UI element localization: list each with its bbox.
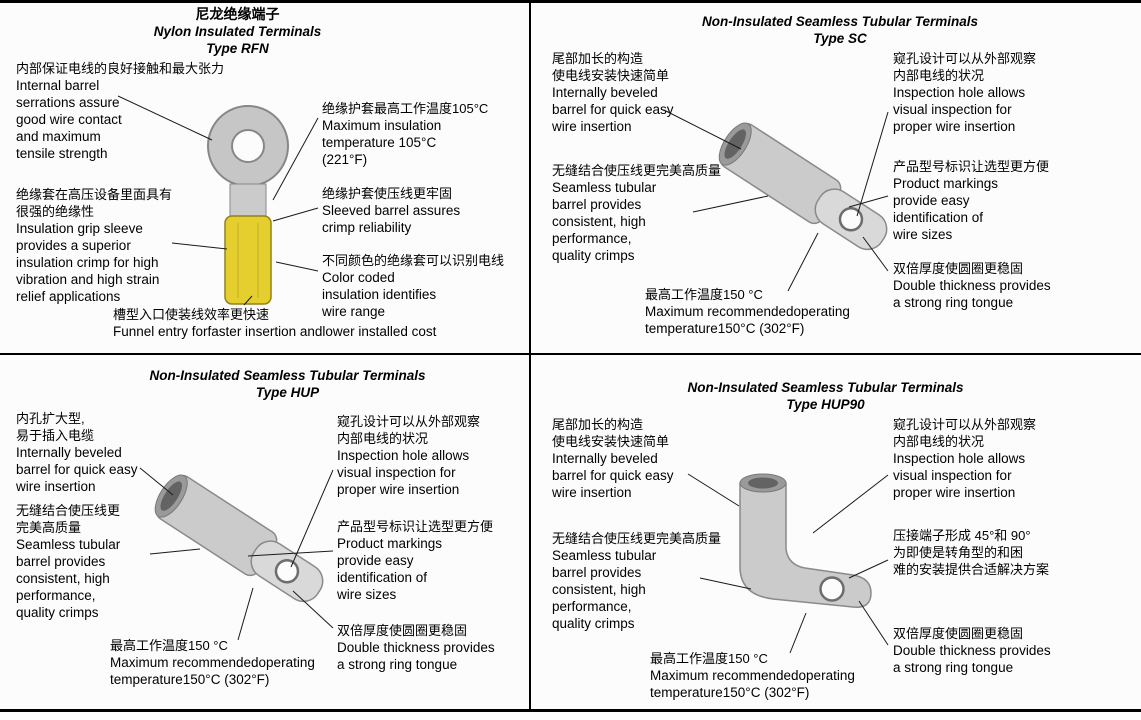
hup90-seamless-zh: 无缝结合使压线更完美高质量 (552, 531, 722, 546)
sc-type-label: Type SC (813, 31, 867, 46)
sc-callout-ring-tongue: 双倍厚度使圆圈更稳固 Double thickness provides a s… (893, 260, 1133, 311)
rfn-sleeved-zh: 绝缘护套使压线更牢固 (322, 186, 453, 201)
hup90-callout-angle: 压接端子形成 45°和 90° 为即使是转角型的和困 难的安装提供合适解决方案 (893, 527, 1133, 578)
rfn-callout-funnel-entry: 槽型入口使装线效率更快速 Funnel entry forfaster inse… (113, 306, 513, 340)
hup-title: Non-Insulated Seamless Tubular Terminals… (85, 367, 490, 401)
hup90-callout-beveled: 尾部加长的构造 使电线安装快速简单 Internally beveled bar… (552, 416, 772, 501)
rfn-sleeved-en: Sleeved barrel assures crimp reliability (322, 203, 461, 235)
hup90-max-temp-en: Maximum recommendedoperating temperature… (650, 668, 855, 700)
rfn-color-code-en: Color coded insulation identifies wire r… (322, 270, 437, 319)
rfn-title: 尼龙绝缘端子 Nylon Insulated Terminals Type RF… (65, 5, 410, 57)
sc-beveled-en: Internally beveled barrel for quick easy… (552, 85, 674, 134)
bottom-border-rule (0, 709, 1141, 712)
sc-max-temp-zh: 最高工作温度150 °C (645, 287, 763, 302)
top-border-rule (0, 0, 1141, 3)
sc-callout-max-temp: 最高工作温度150 °C Maximum recommendedoperatin… (645, 286, 895, 337)
sc-ring-en: Double thickness provides a strong ring … (893, 278, 1051, 310)
hup-wire-bore (160, 481, 182, 511)
sc-callout-beveled: 尾部加长的构造 使电线安装快速简单 Internally beveled bar… (552, 50, 772, 135)
rfn-funnel-zh: 槽型入口使装线效率更快速 (113, 307, 270, 322)
hup-title-en: Non-Insulated Seamless Tubular Terminals (149, 368, 426, 383)
hup90-body (739, 482, 872, 608)
rfn-callout-serrations: 内部保证电线的良好接触和最大张力 Internal barrel serrati… (16, 60, 316, 162)
hup-markings-zh: 产品型号标识让选型更方便 (337, 519, 494, 534)
sc-max-temp-en: Maximum recommendedoperating temperature… (645, 304, 850, 336)
hup90-tongue-hole (819, 576, 845, 602)
hup90-inspection-zh: 窥孔设计可以从外部观察 内部电线的状况 (893, 417, 1037, 449)
hup-beveled-zh: 内孔扩大型, 易于插入电缆 (16, 411, 95, 443)
rfn-serrations-zh: 内部保证电线的良好接触和最大张力 (16, 61, 225, 76)
rfn-callout-insulation-grip: 绝缘套在高压设备里面具有 很强的绝缘性 Insulation grip slee… (16, 186, 316, 305)
hup90-beveled-zh: 尾部加长的构造 使电线安装快速简单 (552, 417, 670, 449)
hup-callout-inspection: 窥孔设计可以从外部观察 内部电线的状况 Inspection hole allo… (337, 413, 527, 498)
hup-seamless-zh: 无缝结合使压线更 完美高质量 (16, 503, 121, 535)
sc-seamless-zh: 无缝结合使压线更完美高质量 (552, 163, 722, 178)
vertical-divider-rule (529, 0, 531, 712)
hup90-angle-zh: 压接端子形成 45°和 90° 为即使是转角型的和困 难的安装提供合适解决方案 (893, 528, 1050, 577)
hup-callout-beveled: 内孔扩大型, 易于插入电缆 Internally beveled barrel … (16, 410, 216, 495)
rfn-insulation-sleeve (224, 215, 272, 305)
hup-beveled-en: Internally beveled barrel for quick easy… (16, 445, 138, 494)
hup90-type-label: Type HUP90 (786, 397, 865, 412)
hup90-wire-bore (748, 477, 778, 489)
hup90-callout-inspection: 窥孔设计可以从外部观察 内部电线的状况 Inspection hole allo… (893, 416, 1133, 501)
hup90-ring-en: Double thickness provides a strong ring … (893, 643, 1051, 675)
rfn-callout-max-temp: 绝缘护套最高工作温度105°C Maximum insulation tempe… (322, 100, 527, 168)
sc-inspection-zh: 窥孔设计可以从外部观察 内部电线的状况 (893, 51, 1037, 83)
rfn-callout-color-coded: 不同颜色的绝缘套可以识别电线 Color coded insulation id… (322, 252, 527, 320)
rfn-callout-sleeved-barrel: 绝缘护套使压线更牢固 Sleeved barrel assures crimp … (322, 185, 527, 236)
hup-callout-seamless: 无缝结合使压线更 完美高质量 Seamless tubular barrel p… (16, 502, 216, 621)
sc-callout-markings: 产品型号标识让选型更方便 Product markings provide ea… (893, 158, 1133, 243)
sc-title: Non-Insulated Seamless Tubular Terminals… (610, 13, 1070, 47)
rfn-crimp-barrel (229, 183, 267, 219)
rfn-max-temp-en: Maximum insulation temperature 105°C (22… (322, 118, 442, 167)
hup-max-temp-en: Maximum recommendedoperating temperature… (110, 655, 315, 687)
hup-callout-ring-tongue: 双倍厚度使圆圈更稳固 Double thickness provides a s… (337, 622, 527, 673)
hup90-max-temp-zh: 最高工作温度150 °C (650, 651, 768, 666)
hup90-callout-ring-tongue: 双倍厚度使圆圈更稳固 Double thickness provides a s… (893, 625, 1133, 676)
hup-ring-en: Double thickness provides a strong ring … (337, 640, 495, 672)
hup90-seamless-en: Seamless tubular barrel provides consist… (552, 548, 657, 631)
hup-inspection-en: Inspection hole allows visual inspection… (337, 448, 470, 497)
hup-terminal-illustration (154, 474, 324, 603)
rfn-grip-zh: 绝缘套在高压设备里面具有 很强的绝缘性 (16, 187, 173, 219)
sc-title-en: Non-Insulated Seamless Tubular Terminals (701, 14, 979, 29)
sc-ring-zh: 双倍厚度使圆圈更稳固 (893, 261, 1024, 276)
hup90-ring-zh: 双倍厚度使圆圈更稳固 (893, 626, 1024, 641)
horizontal-divider-rule (0, 353, 1141, 355)
sc-callout-inspection: 窥孔设计可以从外部观察 内部电线的状况 Inspection hole allo… (893, 50, 1133, 135)
hup-callout-max-temp: 最高工作温度150 °C Maximum recommendedoperatin… (110, 637, 370, 688)
hup90-callout-seamless: 无缝结合使压线更完美高质量 Seamless tubular barrel pr… (552, 530, 772, 632)
sc-callout-seamless: 无缝结合使压线更完美高质量 Seamless tubular barrel pr… (552, 162, 772, 264)
hup-max-temp-zh: 最高工作温度150 °C (110, 638, 228, 653)
rfn-terminal-illustration (207, 105, 289, 305)
hup-type-label: Type HUP (255, 385, 320, 400)
rfn-color-code-zh: 不同颜色的绝缘套可以识别电线 (322, 253, 505, 268)
rfn-serrations-en: Internal barrel serrations assure good w… (16, 78, 122, 161)
rfn-max-temp-zh: 绝缘护套最高工作温度105°C (322, 101, 489, 116)
hup-inspection-zh: 窥孔设计可以从外部观察 内部电线的状况 (337, 414, 481, 446)
hup90-title-en: Non-Insulated Seamless Tubular Terminals (687, 380, 964, 395)
rfn-title-zh: 尼龙绝缘端子 (195, 6, 280, 22)
sc-seamless-en: Seamless tubular barrel provides consist… (552, 180, 657, 263)
sc-terminal-illustration (718, 122, 888, 251)
hup90-terminal-illustration (739, 473, 872, 608)
rfn-type-label: Type RFN (206, 41, 269, 56)
hup90-inspection-en: Inspection hole allows visual inspection… (893, 451, 1026, 500)
hup90-callout-max-temp: 最高工作温度150 °C Maximum recommendedoperatin… (650, 650, 910, 701)
sc-markings-en: Product markings provide easy identifica… (893, 176, 999, 242)
rfn-grip-en: Insulation grip sleeve provides a superi… (16, 221, 160, 304)
hup-markings-en: Product markings provide easy identifica… (337, 536, 443, 602)
hup-callout-markings: 产品型号标识让选型更方便 Product markings provide ea… (337, 518, 527, 603)
rfn-funnel-en: Funnel entry forfaster insertion andlowe… (113, 324, 437, 339)
hup-ring-zh: 双倍厚度使圆圈更稳固 (337, 623, 468, 638)
sc-inspection-en: Inspection hole allows visual inspection… (893, 85, 1026, 134)
sc-beveled-zh: 尾部加长的构造 使电线安装快速简单 (552, 51, 670, 83)
sc-markings-zh: 产品型号标识让选型更方便 (893, 159, 1050, 174)
hup-seamless-en: Seamless tubular barrel provides consist… (16, 537, 121, 620)
hup90-beveled-en: Internally beveled barrel for quick easy… (552, 451, 674, 500)
rfn-ring-hole (231, 129, 265, 163)
hup90-title: Non-Insulated Seamless Tubular Terminals… (613, 379, 1038, 413)
rfn-title-en: Nylon Insulated Terminals (153, 24, 322, 39)
